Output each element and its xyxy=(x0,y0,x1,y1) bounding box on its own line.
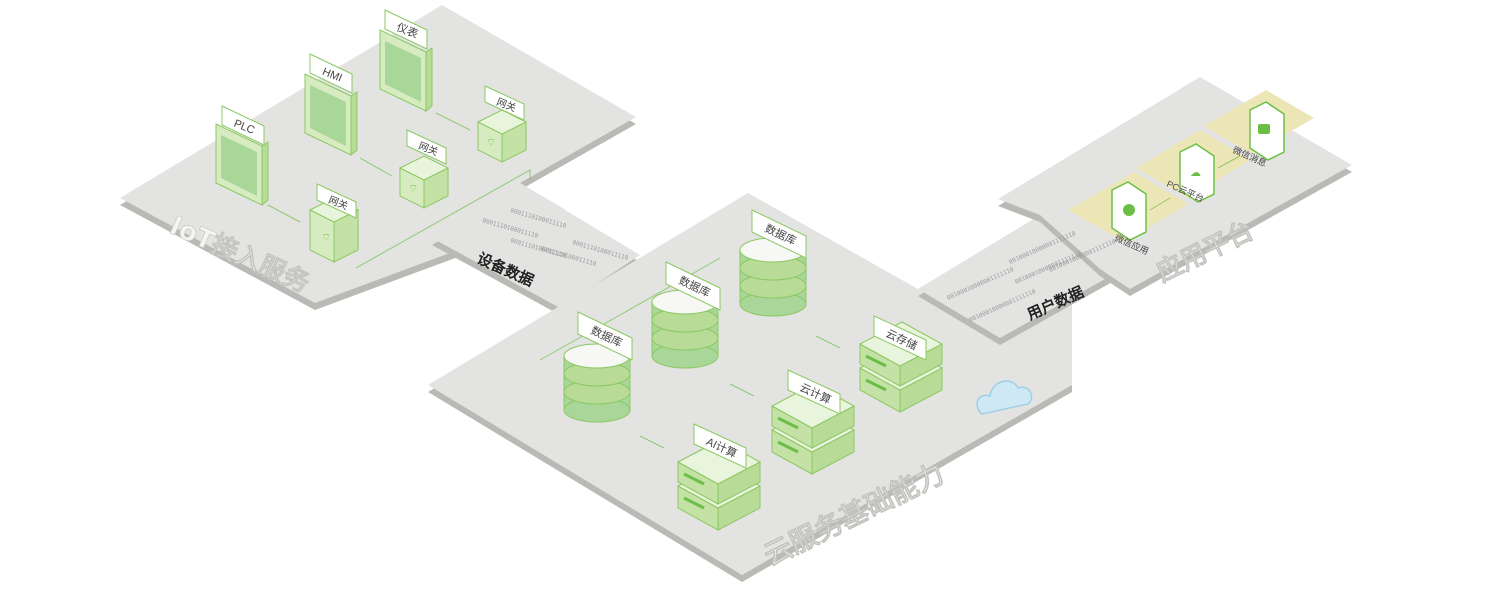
hmi-tag xyxy=(309,53,353,94)
database-2[interactable]: 数据库 xyxy=(651,261,721,369)
wifi-icon: ⌔ xyxy=(321,232,331,244)
hmi-device[interactable]: HMI xyxy=(304,53,358,157)
gateway-1-device[interactable]: ⌔ 网关 xyxy=(308,183,360,263)
database-1[interactable]: 数据库 xyxy=(563,311,633,423)
plc-tag xyxy=(221,105,265,146)
storage-tag xyxy=(873,315,927,361)
wifi-icon: ⌔ xyxy=(486,137,496,149)
message-icon xyxy=(1258,124,1270,134)
device-data-bridge xyxy=(432,183,640,315)
database-3-tag xyxy=(751,209,807,259)
wifi-icon: ⌔ xyxy=(408,183,418,195)
cloud-platform xyxy=(428,193,1072,582)
gateway-3-tag xyxy=(484,85,525,121)
gateway-2-tag xyxy=(406,129,447,165)
cloud-outline-icon: ☁ xyxy=(1190,167,1201,179)
meter-device[interactable]: 仪表 xyxy=(379,9,433,113)
ai-compute-server[interactable]: AI计算 xyxy=(676,423,762,531)
gateway-2-device[interactable]: ⌔ 网关 xyxy=(398,129,450,209)
wechat-msg-card[interactable]: 微信消息 xyxy=(1231,101,1285,168)
compute-tag xyxy=(787,369,841,415)
meter-tag xyxy=(384,9,428,50)
connection-lines xyxy=(267,112,1241,449)
database-2-tag xyxy=(665,261,721,311)
wechat-icon xyxy=(1123,204,1135,216)
cloud-storage-server[interactable]: 云存储 xyxy=(858,315,944,413)
wechat-app-card[interactable]: 微信应用 xyxy=(1111,181,1151,256)
database-1-tag xyxy=(577,311,633,361)
gateway-1-tag xyxy=(316,183,357,219)
database-3[interactable]: 数据库 xyxy=(739,209,807,317)
plc-device[interactable]: PLC xyxy=(215,105,269,207)
gateway-3-device[interactable]: ⌔ 网关 xyxy=(476,85,528,163)
cloud-icon xyxy=(976,380,1033,415)
ai-tag xyxy=(693,423,747,469)
